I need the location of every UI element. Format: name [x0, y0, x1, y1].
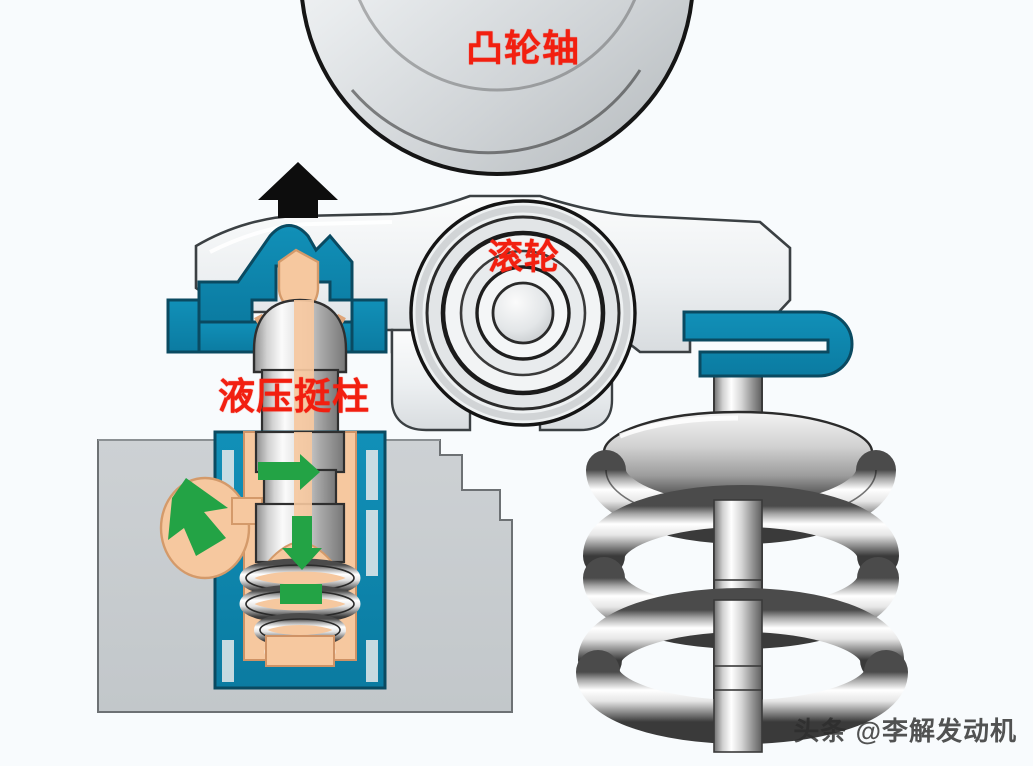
roller-bearing [409, 199, 637, 427]
lift-direction-arrow [258, 162, 338, 218]
oil-inlet-arrow [168, 478, 228, 556]
oil-flow-arrow-right [258, 454, 320, 490]
oil-flow-arrow-valve [280, 584, 322, 604]
valve-spring [576, 450, 908, 753]
watermark: 头条 @李解发动机 [793, 716, 1017, 746]
camshaft-lobe [300, 0, 694, 176]
oil-flow-arrow-down [282, 516, 322, 570]
rocker-valve-clip [682, 310, 854, 378]
